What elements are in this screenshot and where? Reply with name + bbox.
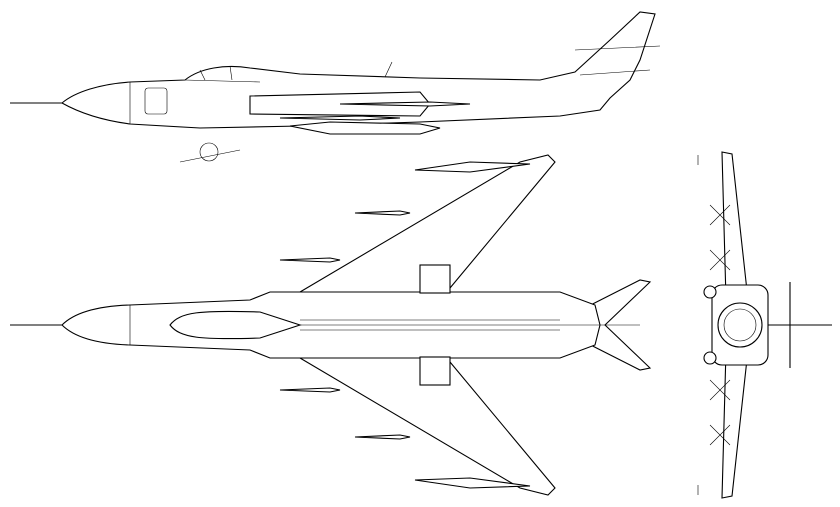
- side-ground-line: [179, 149, 241, 163]
- front-missiles: [709, 204, 731, 446]
- front-intake: [717, 302, 763, 348]
- side-missile-2: [339, 101, 471, 107]
- top-missile: [279, 257, 341, 263]
- top-lower-nacelle: [414, 477, 531, 489]
- front-view: [697, 151, 832, 499]
- top-missile: [354, 210, 411, 216]
- side-view: [10, 11, 661, 163]
- front-tailplane: [768, 282, 832, 368]
- top-missile: [279, 387, 341, 393]
- front-upper-nacelle: [703, 285, 717, 299]
- side-tail-rudder: [574, 45, 661, 76]
- top-upper-gear-fairing: [419, 264, 451, 294]
- side-canopy: [184, 65, 261, 83]
- front-lower-nacelle: [703, 351, 717, 365]
- side-drop-tank: [289, 121, 441, 135]
- side-fuselage: [61, 11, 656, 129]
- top-spine: [300, 319, 640, 331]
- side-hatch: [144, 87, 168, 115]
- side-antenna: [384, 61, 393, 78]
- top-lower-gear-fairing: [419, 356, 451, 386]
- side-wheel: [199, 142, 219, 162]
- front-missile-fins: [709, 204, 731, 446]
- top-upper-nacelle: [414, 161, 531, 173]
- top-view: [10, 154, 652, 496]
- top-missile: [354, 434, 411, 440]
- front-radome: [723, 308, 757, 342]
- top-missiles: [279, 210, 411, 440]
- side-missile: [279, 115, 401, 121]
